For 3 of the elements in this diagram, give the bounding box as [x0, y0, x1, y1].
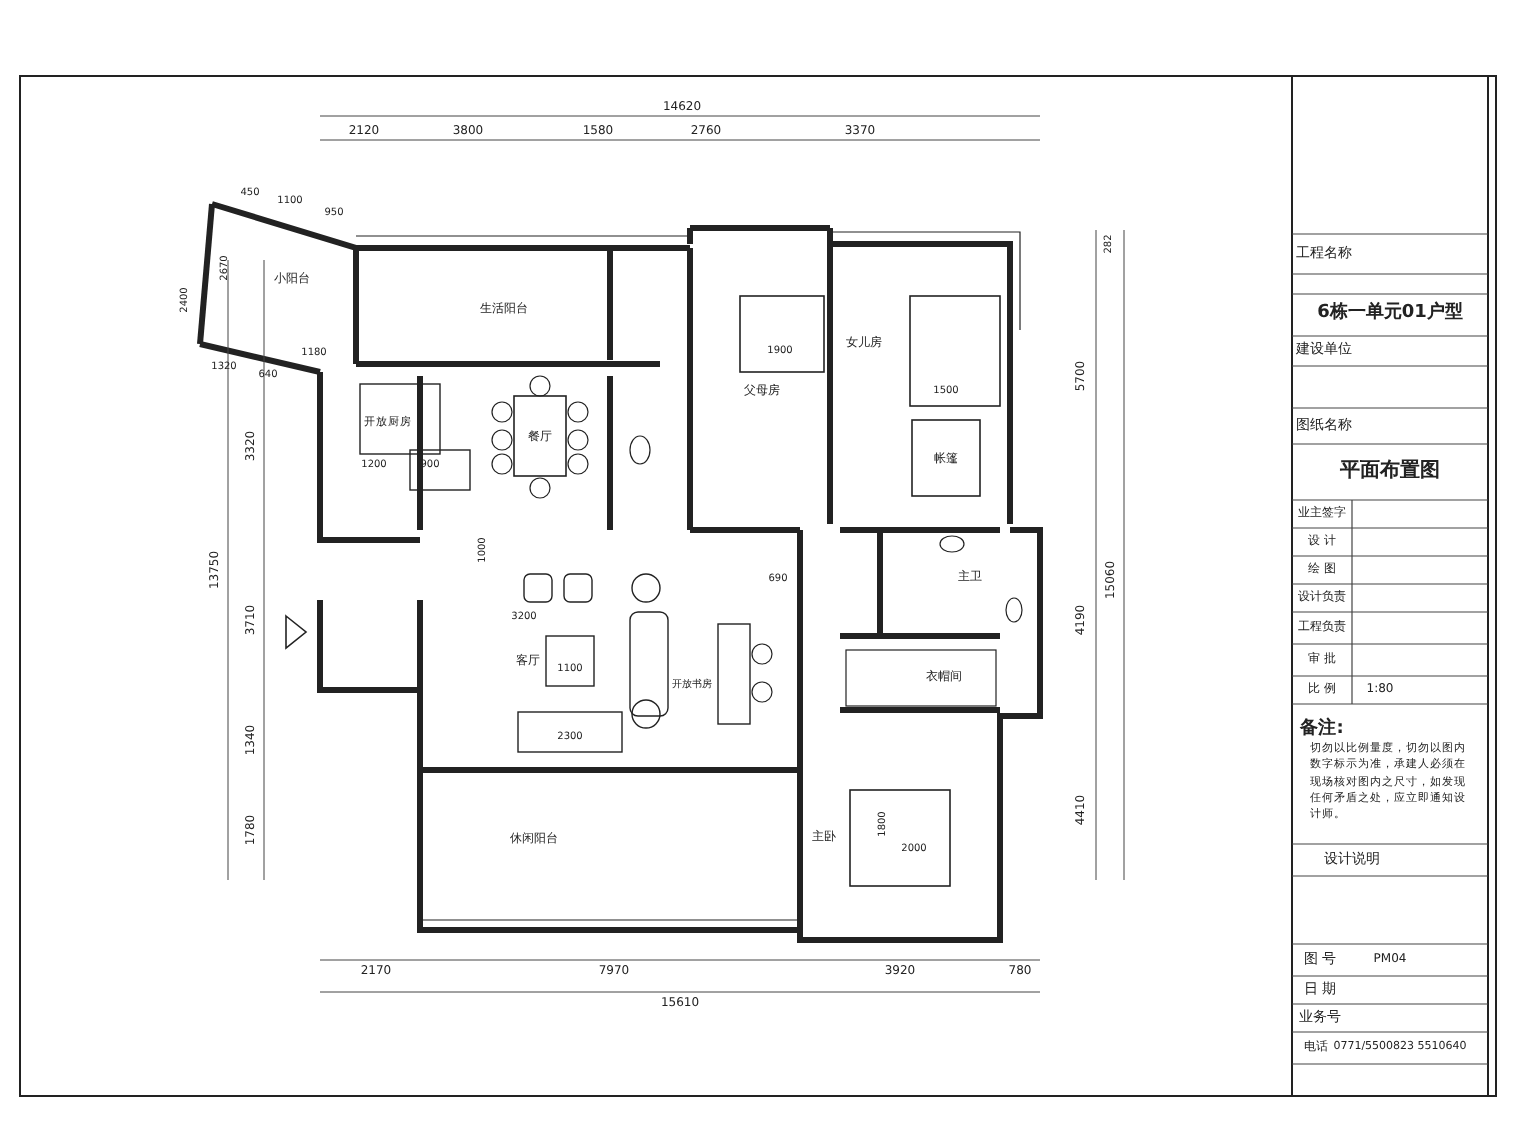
drawing-title: 平面布置图 — [1340, 462, 1440, 482]
notes-heading: 备注: — [1300, 721, 1344, 739]
project-name: 6栋一单元01户型 — [1317, 305, 1463, 323]
